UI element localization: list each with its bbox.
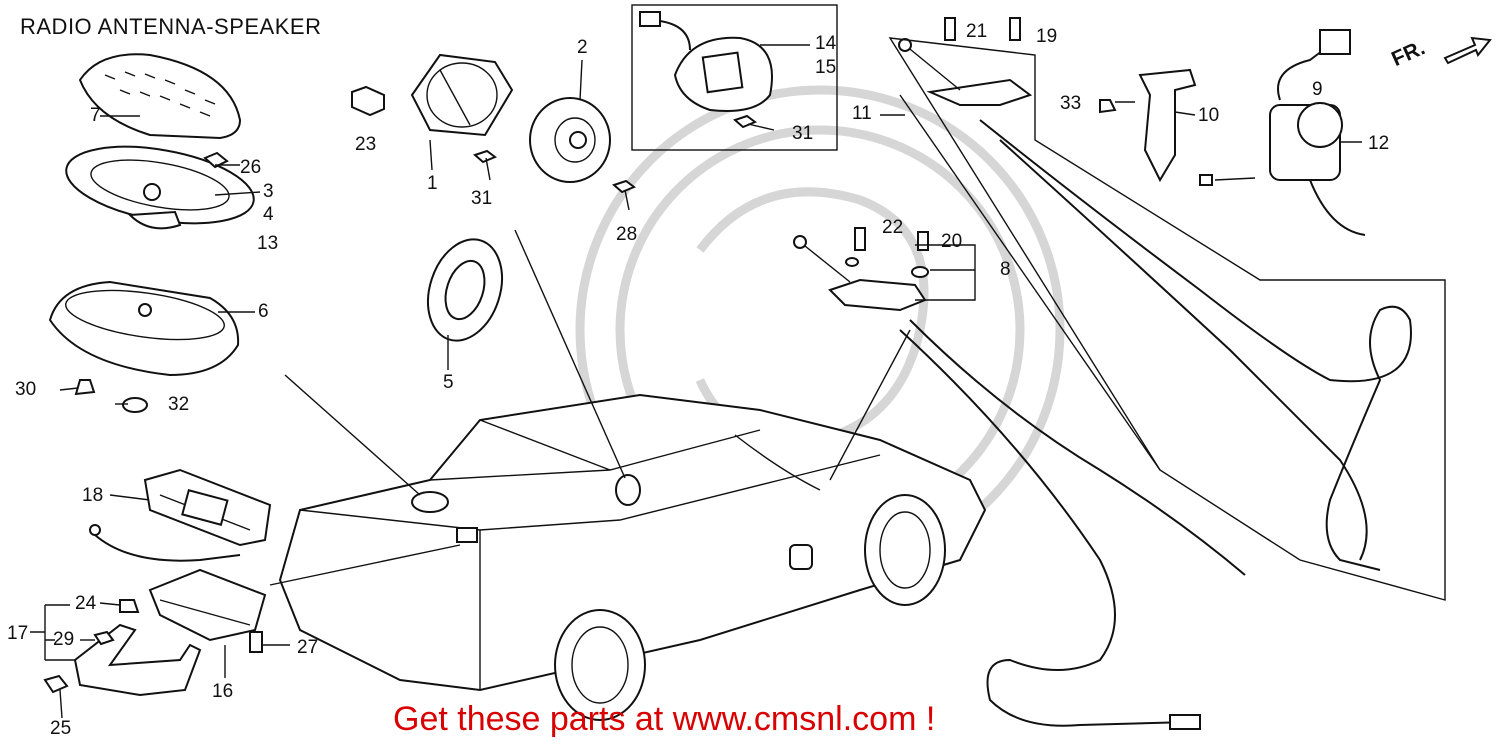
callout-32: 32 <box>168 394 190 415</box>
small-fasteners <box>74 85 385 413</box>
parts-link[interactable]: Get these parts at www.cmsnl.com ! <box>393 700 936 738</box>
callout-31-box: 31 <box>792 123 814 144</box>
speaker-holder <box>48 280 240 377</box>
antenna-frame-outline <box>888 37 1446 601</box>
callout-23: 23 <box>355 134 377 155</box>
callout-4: 4 <box>263 204 274 225</box>
screws <box>473 114 775 211</box>
callout-29: 29 <box>53 629 75 650</box>
leader-lines <box>30 44 1362 719</box>
callout-3: 3 <box>263 181 274 202</box>
radio-bracket-18 <box>143 468 272 547</box>
callout-24: 24 <box>75 593 97 614</box>
antenna-lead-cable-long <box>899 329 1191 727</box>
callout-9: 9 <box>1312 79 1323 100</box>
tweeter-speaker <box>639 11 773 112</box>
callout-8: 8 <box>1000 259 1011 280</box>
antenna-lead-cable <box>909 319 1246 576</box>
antenna-motor <box>1199 29 1366 236</box>
car-body <box>278 393 987 721</box>
oval-speaker <box>65 145 255 230</box>
radio-bracket-17 <box>73 623 202 697</box>
callout-19: 19 <box>1036 26 1058 47</box>
callout-7: 7 <box>90 105 101 126</box>
callout-33: 33 <box>1060 93 1082 114</box>
direction-arrow <box>1443 36 1492 65</box>
callout-14: 14 <box>815 33 837 54</box>
callout-15: 15 <box>815 57 837 78</box>
callout-27: 27 <box>297 637 319 658</box>
callout-10: 10 <box>1198 105 1220 126</box>
callout-31-left: 31 <box>471 188 493 209</box>
callout-28: 28 <box>616 224 638 245</box>
callout-11: 11 <box>852 103 872 124</box>
radio-unit <box>89 524 267 642</box>
callout-26: 26 <box>240 157 262 178</box>
gasket-ring <box>427 238 503 342</box>
callout-6: 6 <box>258 301 269 322</box>
callout-30: 30 <box>15 379 37 400</box>
callout-25: 25 <box>50 718 72 739</box>
callout-16: 16 <box>212 681 234 702</box>
antenna-cable-main <box>999 139 1368 561</box>
speaker-flange <box>410 53 514 137</box>
detail-box <box>631 4 838 151</box>
callout-18: 18 <box>82 485 104 506</box>
callout-5: 5 <box>443 372 454 393</box>
callout-1: 1 <box>427 173 438 194</box>
callout-2: 2 <box>577 37 588 58</box>
cone-speaker <box>529 97 611 183</box>
radio-fasteners <box>43 599 263 694</box>
antenna-bracket-top <box>898 17 1033 106</box>
callout-22: 22 <box>882 217 904 238</box>
callout-17: 17 <box>7 623 29 644</box>
callout-12: 12 <box>1368 133 1390 154</box>
antenna-bracket-10 <box>1099 68 1197 183</box>
speaker-grille-cover <box>78 53 242 140</box>
callout-20: 20 <box>941 231 963 252</box>
callout-13: 13 <box>257 233 279 254</box>
diagram-title: RADIO ANTENNA-SPEAKER <box>20 14 322 39</box>
antenna-plug <box>1169 714 1201 730</box>
antenna-cable-right <box>979 119 1412 571</box>
callout-21: 21 <box>966 21 988 42</box>
